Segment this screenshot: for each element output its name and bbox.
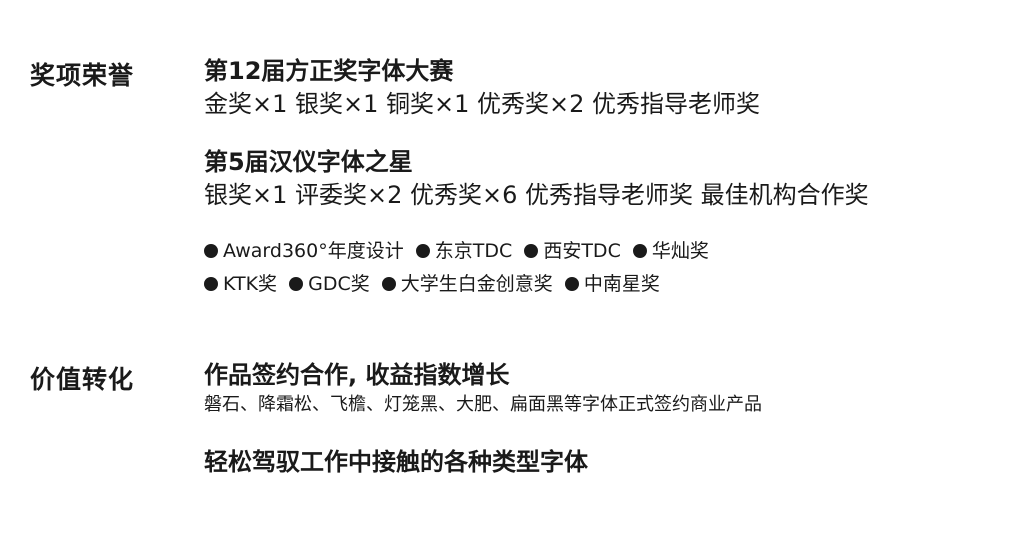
tag-item: KTK奖 [204,268,277,301]
tags-row-1: Award360°年度设计 东京TDC 西安TDC 华灿奖 [204,235,715,268]
bullet-icon [564,277,579,291]
other-awards-tags: Award360°年度设计 东京TDC 西安TDC 华灿奖 KTK奖 GDC奖 … [204,235,715,301]
value-section-label: 价值转化 [30,365,135,394]
tag-item: 西安TDC [524,235,621,268]
bullet-icon [415,244,430,258]
awards-section-label: 奖项荣誉 [30,61,135,90]
tag-item: 东京TDC [415,235,512,268]
bullet-icon [289,277,304,291]
mastery-title: 轻松驾驭工作中接触的各种类型字体 [204,448,588,476]
signing-block: 作品签约合作, 收益指数增长 磐石、降霜松、飞檐、灯笼黑、大肥、扁面黑等字体正式… [204,360,762,420]
tag-item: GDC奖 [289,268,370,301]
mastery-block: 轻松驾驭工作中接触的各种类型字体 [204,447,588,477]
tag-item: 大学生白金创意奖 [381,268,553,301]
bullet-icon [524,244,539,258]
signing-detail: 磐石、降霜松、飞檐、灯笼黑、大肥、扁面黑等字体正式签约商业产品 [204,394,762,415]
bullet-icon [632,244,647,258]
bullet-icon [381,277,396,291]
hanyi-award-detail: 银奖×1 评委奖×2 优秀奖×6 优秀指导老师奖 最佳机构合作奖 [204,181,869,209]
tag-item: 华灿奖 [632,235,709,268]
tags-row-2: KTK奖 GDC奖 大学生白金创意奖 中南星奖 [204,268,715,301]
fangzheng-award-block: 第12届方正奖字体大赛 金奖×1 银奖×1 铜奖×1 优秀奖×2 优秀指导老师奖 [204,56,760,122]
bullet-icon [204,244,218,258]
fangzheng-award-title: 第12届方正奖字体大赛 [204,57,454,85]
fangzheng-award-detail: 金奖×1 银奖×1 铜奖×1 优秀奖×2 优秀指导老师奖 [204,90,761,118]
signing-title: 作品签约合作, 收益指数增长 [204,361,510,389]
hanyi-award-title: 第5届汉仪字体之星 [204,148,413,176]
tag-item: Award360°年度设计 [204,235,404,268]
hanyi-award-block: 第5届汉仪字体之星 银奖×1 评委奖×2 优秀奖×6 优秀指导老师奖 最佳机构合… [204,147,869,213]
bullet-icon [204,277,218,291]
tag-item: 中南星奖 [564,268,660,301]
